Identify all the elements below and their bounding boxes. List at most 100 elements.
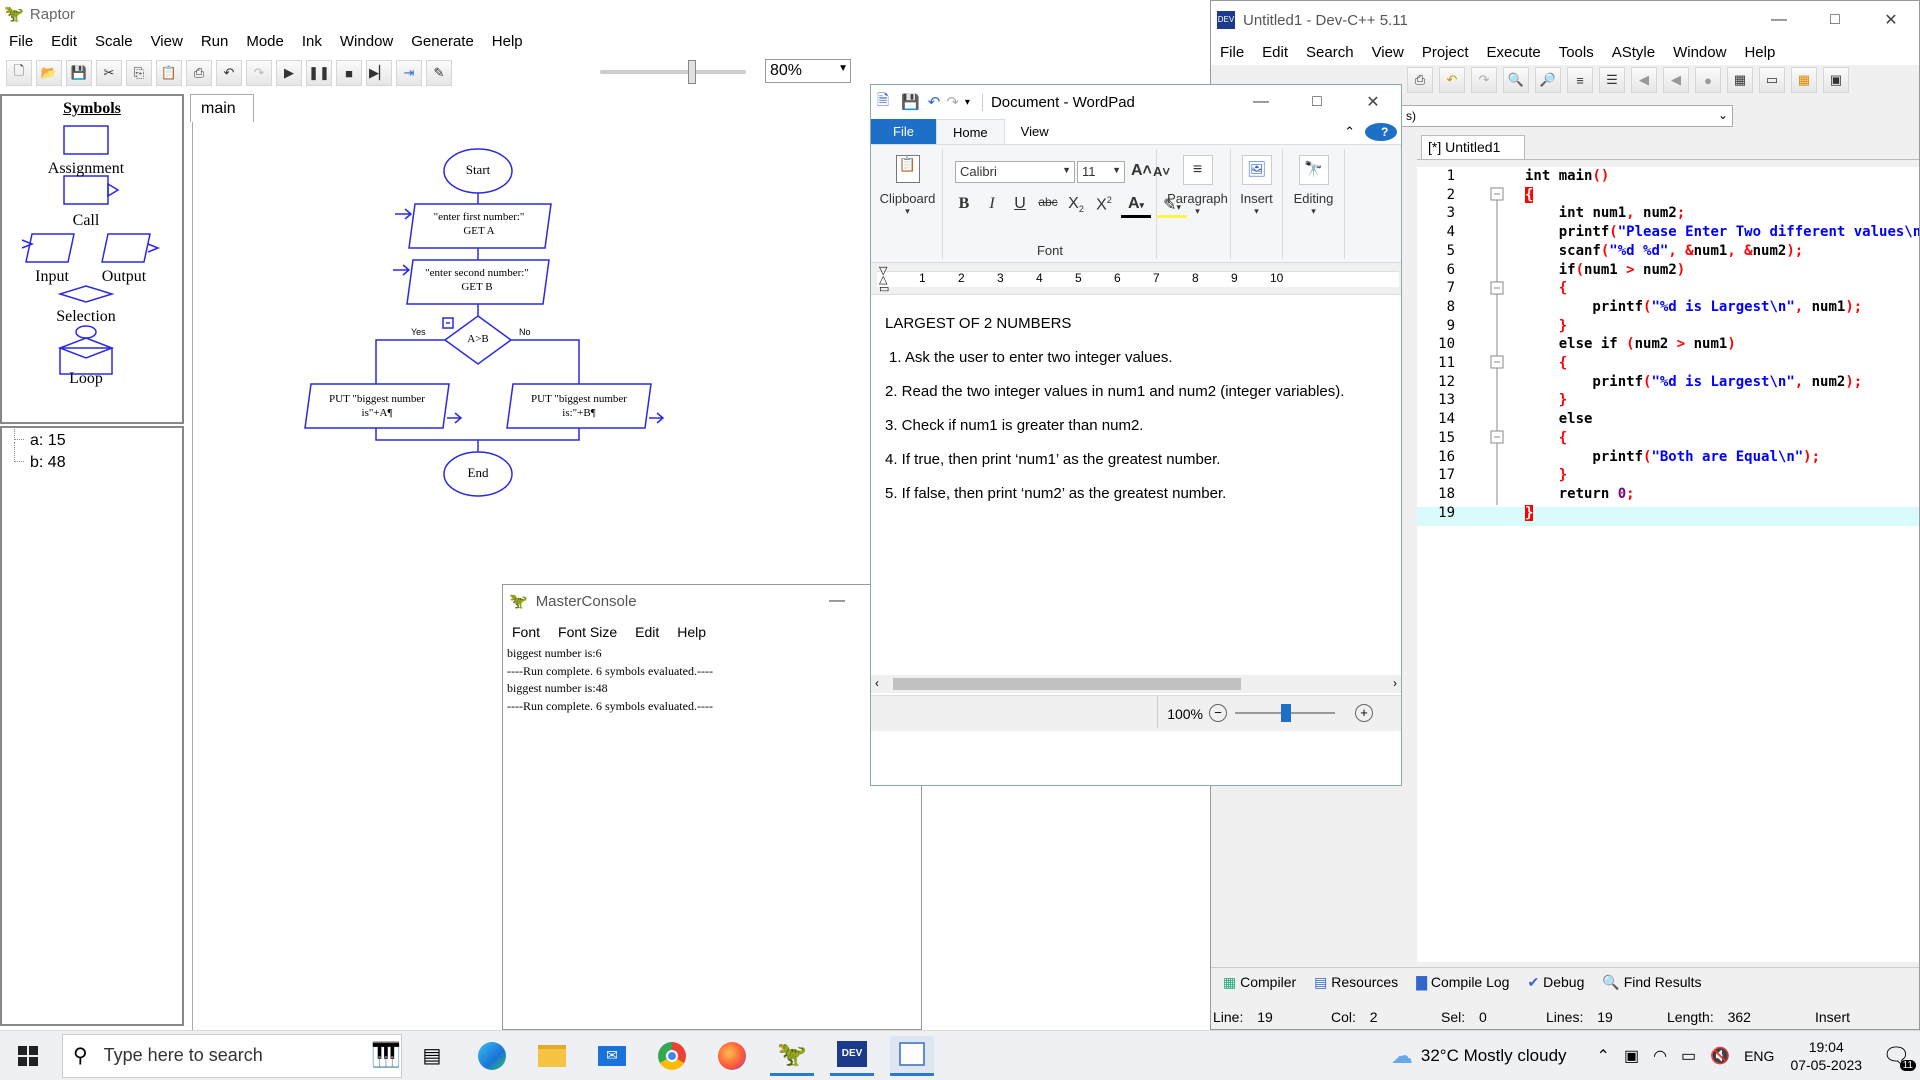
loop-label[interactable]: Loop bbox=[69, 370, 103, 387]
zoom-select[interactable]: 80% ▼ bbox=[765, 59, 851, 83]
notification-button[interactable]: 🗨 11 bbox=[1882, 1043, 1916, 1071]
tab-compiler[interactable]: ▦ Compiler bbox=[1223, 974, 1297, 990]
raptor-menu-window[interactable]: Window bbox=[339, 32, 394, 50]
font-size-select[interactable]: 11 ▼ bbox=[1077, 161, 1125, 183]
customize-dropdown-icon[interactable]: ▾ bbox=[964, 96, 970, 108]
tab-file[interactable]: File bbox=[871, 119, 936, 144]
shrink-font-icon[interactable]: A˅ bbox=[1153, 164, 1170, 179]
subscript-icon[interactable]: X2 bbox=[1068, 195, 1084, 215]
selection-label[interactable]: Selection bbox=[56, 308, 116, 325]
raptor-menu-generate[interactable]: Generate bbox=[411, 32, 474, 50]
wordpad-taskbar-icon[interactable] bbox=[890, 1035, 934, 1076]
start-button[interactable] bbox=[6, 1036, 50, 1076]
raptor-taskbar-icon[interactable]: 🦖 bbox=[770, 1036, 814, 1076]
variable-b[interactable]: b: 48 bbox=[14, 442, 170, 476]
window-icon[interactable]: ▭ bbox=[1759, 67, 1785, 93]
raptor-menu-ink[interactable]: Ink bbox=[301, 32, 322, 50]
font-name-select[interactable]: Calibri ▼ bbox=[955, 161, 1075, 183]
assignment-label[interactable]: Assignment bbox=[47, 160, 125, 177]
devcpp-menu-execute[interactable]: Execute bbox=[1486, 43, 1541, 61]
raptor-titlebar[interactable]: 🦖 Raptor bbox=[0, 0, 1210, 28]
paragraph-group[interactable]: ≡ Paragraph ▾ bbox=[1165, 149, 1231, 259]
devcpp-titlebar[interactable]: DEV Untitled1 - Dev-C++ 5.11 —□✕ bbox=[1211, 1, 1919, 39]
replace-icon[interactable]: 🔎 bbox=[1535, 67, 1561, 93]
function-combo[interactable]: s) ⌄ bbox=[1401, 105, 1733, 127]
step-icon[interactable]: ▶▏ bbox=[366, 60, 392, 86]
meet-icon[interactable]: ▣ bbox=[1623, 1047, 1640, 1065]
call-label[interactable]: Call bbox=[72, 212, 100, 229]
devcpp-menu-help[interactable]: Help bbox=[1744, 43, 1776, 61]
taskbar-search[interactable]: ⚲ Type here to search 🎹 bbox=[62, 1033, 402, 1078]
weather-widget[interactable]: ☁ 32°C Mostly cloudy bbox=[1391, 1043, 1567, 1069]
flow-input-a[interactable]: "enter first number:" GET A bbox=[411, 210, 547, 238]
console-menu-edit[interactable]: Edit bbox=[635, 624, 660, 640]
flow-decision[interactable]: A>B bbox=[467, 333, 489, 345]
raptor-menu-file[interactable]: File bbox=[9, 32, 34, 50]
redo-icon[interactable]: ↷ bbox=[1471, 67, 1497, 93]
edge-icon[interactable] bbox=[470, 1036, 514, 1076]
tab-debug[interactable]: ✔ Debug bbox=[1527, 974, 1585, 990]
flow-end[interactable]: End bbox=[467, 465, 489, 480]
devcpp-menu-view[interactable]: View bbox=[1371, 43, 1404, 61]
devcpp-taskbar-icon[interactable]: DEV bbox=[830, 1036, 874, 1076]
flow-output-yes[interactable]: PUT "biggest number is"+A¶ bbox=[309, 392, 445, 420]
pause-icon[interactable]: ❚❚ bbox=[306, 60, 332, 86]
tab-main[interactable]: main bbox=[190, 94, 254, 122]
minimize-icon[interactable]: — bbox=[1253, 93, 1269, 110]
forward-icon[interactable]: ◀ bbox=[1663, 67, 1689, 93]
print-icon[interactable]: ⎙ bbox=[186, 60, 212, 86]
tab-view[interactable]: View bbox=[1020, 124, 1049, 139]
devcpp-menu-tools[interactable]: Tools bbox=[1558, 43, 1594, 61]
wordpad-titlebar[interactable]: 🗎 💾 ↶ ↷ ▾ Document - WordPad —□✕ bbox=[871, 85, 1401, 119]
wifi-icon[interactable]: ◠ bbox=[1653, 1047, 1668, 1065]
clock[interactable]: 19:04 07-05-2023 bbox=[1790, 1038, 1862, 1074]
devcpp-menu-astyle[interactable]: AStyle bbox=[1611, 43, 1656, 61]
devcpp-menu-project[interactable]: Project bbox=[1421, 43, 1469, 61]
play-icon[interactable]: ▶ bbox=[276, 60, 302, 86]
indent-icon[interactable]: ≡ bbox=[1567, 67, 1593, 93]
horizontal-scrollbar[interactable]: ‹ › bbox=[871, 675, 1401, 693]
raptor-menu-mode[interactable]: Mode bbox=[246, 32, 284, 50]
minimize-icon[interactable]: — bbox=[829, 592, 845, 609]
redo-icon[interactable]: ↷ bbox=[946, 94, 959, 111]
variable-a[interactable]: a: 15 bbox=[14, 426, 170, 454]
console-menu-font[interactable]: Font bbox=[512, 624, 541, 640]
devcpp-menu-search[interactable]: Search bbox=[1306, 43, 1354, 61]
document-area[interactable]: LARGEST OF 2 NUMBERS 1. Ask the user to … bbox=[871, 303, 1401, 675]
find-icon[interactable]: 🔍 bbox=[1503, 67, 1529, 93]
console-menu-help[interactable]: Help bbox=[677, 624, 707, 640]
speed-slider[interactable] bbox=[600, 60, 746, 84]
ruler-indent-marker[interactable]: ▽△▭ bbox=[879, 265, 890, 295]
help-icon[interactable]: ? bbox=[1361, 119, 1401, 144]
raptor-menu-run[interactable]: Run bbox=[200, 32, 229, 50]
paste-icon[interactable]: 📋 bbox=[895, 155, 920, 183]
scrollbar-thumb[interactable] bbox=[893, 678, 1241, 690]
devcpp-menu-window[interactable]: Window bbox=[1673, 43, 1727, 61]
devcpp-menu-file[interactable]: File bbox=[1220, 43, 1245, 61]
grow-font-icon[interactable]: A˄ bbox=[1131, 162, 1152, 179]
unindent-icon[interactable]: ☰ bbox=[1599, 67, 1625, 93]
volume-muted-icon[interactable]: 🔇 bbox=[1710, 1047, 1731, 1065]
strikethrough-icon[interactable]: abc bbox=[1038, 195, 1058, 209]
bold-icon[interactable]: B bbox=[958, 195, 970, 212]
raptor-menu-help[interactable]: Help bbox=[491, 32, 523, 50]
undo-icon[interactable]: ↶ bbox=[216, 60, 242, 86]
underline-icon[interactable]: U bbox=[1014, 195, 1026, 212]
scroll-left-icon[interactable]: ‹ bbox=[875, 676, 879, 690]
mail-icon[interactable]: ✉ bbox=[590, 1036, 634, 1076]
console-output[interactable]: biggest number is:6 ----Run complete. 6 … bbox=[503, 643, 921, 717]
paste-icon[interactable]: 📋 bbox=[156, 60, 182, 86]
task-view-icon[interactable]: ▤ bbox=[422, 1045, 442, 1067]
scroll-right-icon[interactable]: › bbox=[1393, 676, 1397, 690]
firefox-icon[interactable] bbox=[710, 1036, 754, 1076]
maximize-icon[interactable]: □ bbox=[1830, 11, 1840, 28]
flow-output-no[interactable]: PUT "biggest number is:"+B¶ bbox=[511, 392, 647, 420]
devcpp-menu-edit[interactable]: Edit bbox=[1262, 43, 1289, 61]
tab-home[interactable]: Home bbox=[935, 119, 1005, 144]
insert-group[interactable]: 🖼 Insert ▾ bbox=[1231, 149, 1283, 259]
save-icon[interactable]: 💾 bbox=[901, 94, 920, 111]
chrome-icon[interactable] bbox=[650, 1036, 694, 1076]
cascade-icon[interactable]: ▣ bbox=[1823, 67, 1849, 93]
